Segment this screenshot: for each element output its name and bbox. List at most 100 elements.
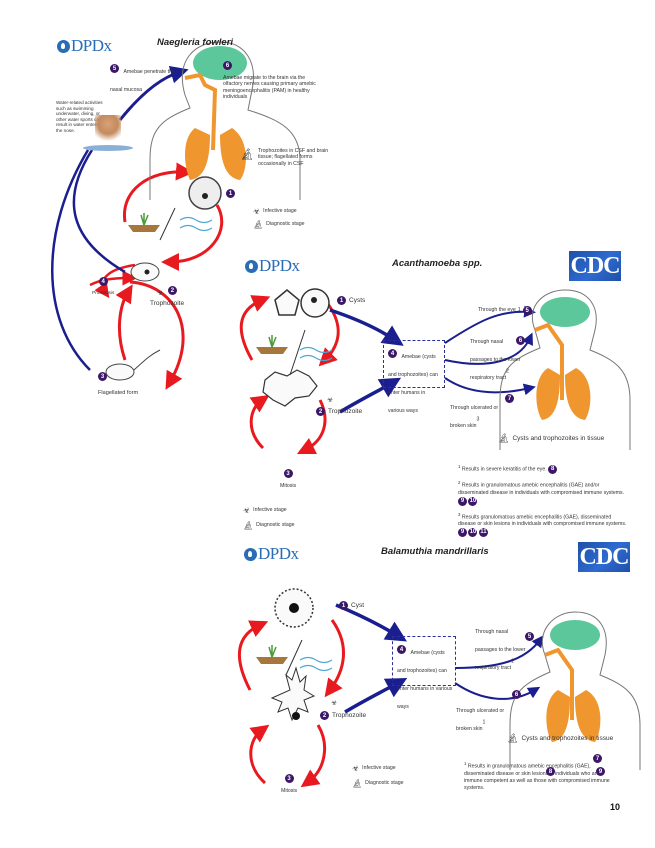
naegleria-cycle-arrows (51, 65, 224, 390)
step-number-badge: 3 (284, 774, 294, 784)
naegleria-step-5: 5 Amebae penetrate the nasal mucosa (110, 60, 180, 96)
acanthamoeba-step-6: Through nasal passages to the lower resp… (470, 330, 525, 384)
step-number-badge: 10 (468, 496, 478, 506)
footnote-ref: 2 (506, 368, 509, 375)
legend-label: Diagnostic stage (365, 780, 404, 787)
footnote-marker: 3 (458, 511, 461, 517)
page-number: 10 (610, 802, 621, 812)
step-number-badge: 9 (458, 496, 467, 506)
swimmer-illustration (95, 115, 121, 145)
naegleria-step-1-badge: 1 (226, 189, 235, 198)
step-label: Promitosis (92, 291, 115, 296)
step-number-badge: 8 (546, 767, 555, 776)
dpdx-logo: DPDx (57, 36, 112, 56)
step-label: Amebae migrate to the brain via the olfa… (223, 75, 316, 100)
microscope-icon: 🔬︎ (352, 779, 363, 788)
human-figure-balamuthia (509, 611, 641, 770)
dpdx-logo-text: DPDx (259, 256, 300, 275)
legend-diagnostic: 🔬︎ Diagnostic stage (243, 521, 295, 530)
footnote-ref: 1 (511, 658, 514, 665)
cdc-logo: CDC (569, 251, 621, 281)
footnote-2: 2 Results in granulomatous amebic enceph… (458, 479, 628, 506)
balamuthia-step-6-badge: 6 (512, 690, 521, 699)
naegleria-step-6: 6 Amebae migrate to the brain via the ol… (223, 57, 323, 100)
balamuthia-legend: ☣ Infective stage 🔬︎ Diagnostic stage (352, 764, 404, 788)
biohazard-icon: ☣ (331, 700, 338, 707)
legend-diagnostic: 🔬︎ Diagnostic stage (352, 779, 404, 788)
step-label: Amebae (cysts and trophozoites) can ente… (388, 354, 438, 414)
footnote-marker: 1 (464, 761, 467, 766)
balamuthia-step-3: 3 Mitosis (281, 770, 297, 794)
step-number-badge: 2 (316, 407, 325, 416)
step-label: Amebae (cysts and trophozoites) can ente… (397, 650, 453, 710)
human-figure-naegleria (149, 41, 301, 200)
balamuthia-diagnostic-note: 🔬︎ Cysts and trophozoites in tissue (507, 733, 613, 744)
dpdx-logo-text: DPDx (258, 544, 299, 563)
step-label: Trophozoite (150, 300, 185, 307)
acanthamoeba-cycle-arrows (239, 295, 536, 455)
dpdx-logo-icon (244, 547, 257, 561)
balamuthia-step-4: 4 Amebae (cysts and trophozoites) can en… (397, 641, 454, 713)
legend-label: Diagnostic stage (256, 522, 295, 529)
biohazard-icon: ☣ (243, 506, 251, 515)
diagram-title-acanthamoeba: Acanthamoeba spp. (392, 258, 483, 269)
legend-label: Infective stage (263, 208, 297, 215)
step-label: Through ulcerated or broken skin (456, 708, 505, 732)
step-number-badge: 9 (596, 767, 605, 776)
naegleria-step-3: 3 Flagellated form (98, 368, 138, 396)
footnote-ref: 1 (482, 719, 486, 726)
footnote-text: Results in granulomatous amebic encephal… (464, 763, 610, 791)
footnote-1: 1 Results in granulomatous amebic enceph… (464, 760, 614, 792)
step-number-badge: 4 (397, 645, 406, 655)
acanthamoeba-legend: ☣ Infective stage 🔬︎ Diagnostic stage (243, 506, 295, 530)
step-label: Flagellated form (98, 390, 139, 396)
diagnostic-note-text: Trophozoites in CSF and brain tissue; fl… (257, 148, 329, 167)
step-label: Through the eye (478, 307, 516, 314)
step-number-badge: 3 (283, 469, 293, 479)
acanthamoeba-step-4: 4 Amebae (cysts and trophozoites) can en… (388, 345, 443, 417)
biohazard-icon: ☣ (327, 397, 334, 404)
footnote-3: 3 Results granulomatous amebic encephali… (458, 511, 628, 538)
entry-box-balamuthia (392, 636, 456, 686)
step-number-badge: 10 (468, 528, 478, 538)
step-number-badge: 1 (339, 601, 348, 610)
organism-illustrations (105, 176, 330, 722)
microscope-icon: 🔬︎ (240, 149, 254, 161)
acanthamoeba-step-1: 1 Cysts (337, 296, 365, 305)
footnote-ref: 1 (517, 307, 521, 314)
step-number-badge: 1 (337, 296, 346, 305)
footnote-1: 1 Results in severe keratitis of the eye… (458, 463, 628, 474)
step-label: Through nasal passages to the lower resp… (475, 629, 526, 671)
step-number-badge: 2 (167, 286, 177, 296)
water-illustration (83, 145, 133, 151)
acanthamoeba-step-7: Through ulcerated or broken skin3 (450, 396, 510, 432)
dpdx-logo-icon (57, 39, 70, 53)
microscope-icon: 🔬︎ (498, 433, 510, 443)
footnote-marker: 2 (458, 479, 461, 485)
diagram-title-naegleria: Naegleria fowleri (157, 37, 234, 48)
legend-diagnostic: 🔬︎ Diagnostic stage (253, 220, 305, 229)
step-number-badge: 9 (458, 528, 467, 538)
microscope-icon: 🔬︎ (243, 521, 254, 530)
step-number-badge: 7 (593, 754, 602, 763)
dpdx-logo: DPDx (245, 256, 300, 276)
microscope-icon: 🔬︎ (253, 220, 264, 229)
step-label: Through nasal passages to the lower resp… (470, 339, 521, 381)
step-label: Trophozoite (328, 408, 363, 415)
entry-box-acanthamoeba (383, 340, 445, 388)
step-number-badge: 2 (320, 711, 329, 720)
acanthamoeba-diagnostic-note: 🔬︎ Cysts and trophozoites in tissue (498, 433, 604, 444)
naegleria-step-4: 4 Promitosis (92, 273, 114, 297)
legend-infective: ☣ Infective stage (243, 506, 295, 515)
legend-infective: ☣ Infective stage (253, 207, 305, 216)
naegleria-diagnostic-note: 🔬︎ Trophozoites in CSF and brain tissue;… (240, 148, 335, 167)
microscope-icon: 🔬︎ (507, 733, 519, 743)
step-label: Mitosis (281, 788, 298, 794)
step-label: Amebae penetrate the nasal mucosa (110, 69, 175, 93)
step-label: Mitosis (280, 483, 297, 489)
step-number-badge: 3 (98, 372, 107, 382)
balamuthia-cycle-arrows (237, 603, 544, 788)
balamuthia-step-1: 1 Cyst (339, 601, 364, 610)
biohazard-icon: ☣ (157, 290, 164, 297)
